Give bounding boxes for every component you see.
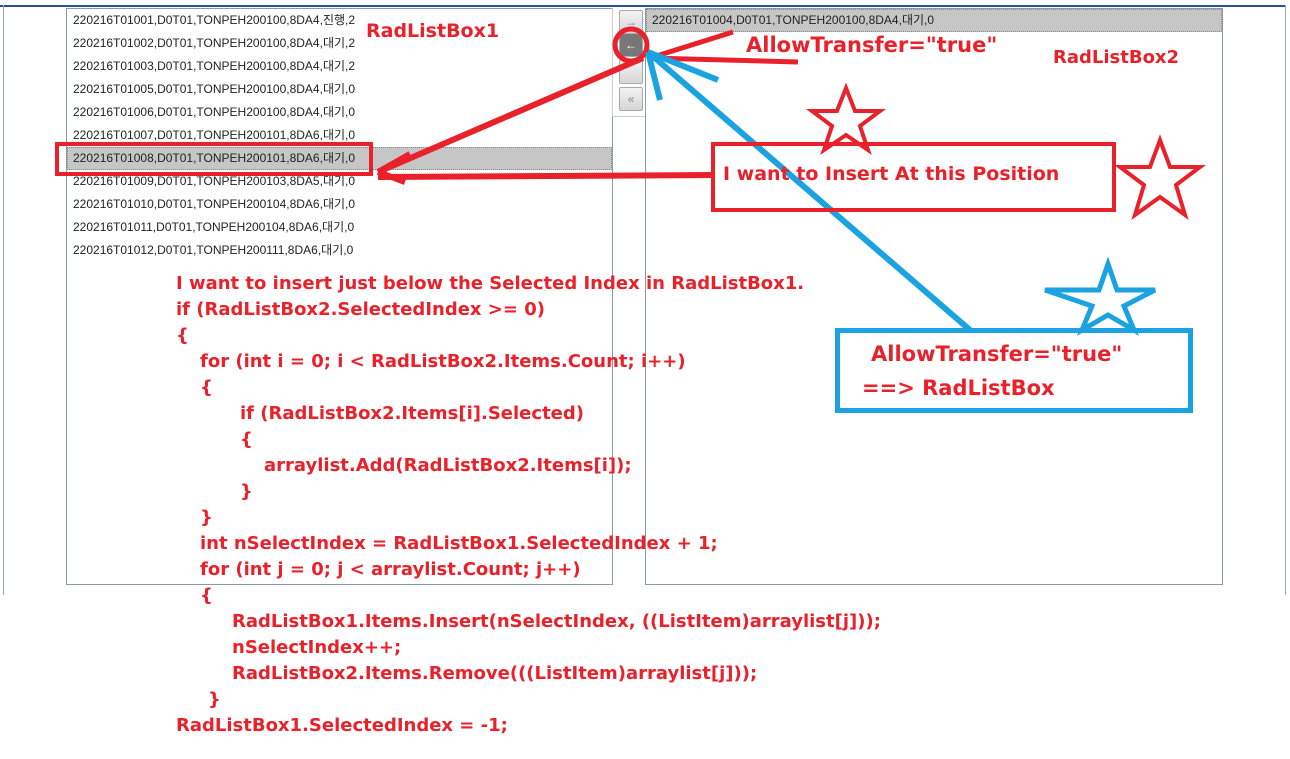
code-line: { <box>200 377 213 398</box>
list-item-selected[interactable]: 220216T01004,D0T01,TONPEH200100,8DA4,대기,… <box>646 9 1222 32</box>
star-icon <box>806 82 886 155</box>
blue-callout-line1: AllowTransfer="true" <box>871 342 1123 366</box>
blue-arrow <box>646 49 972 333</box>
code-line: { <box>176 325 189 346</box>
selected-row-highlight <box>55 142 373 176</box>
page-right-border <box>1285 5 1286 595</box>
list-item[interactable]: 220216T01001,D0T01,TONPEH200100,8DA4,진행,… <box>73 13 356 27</box>
page-top-border <box>0 5 1285 7</box>
code-line: RadListBox1.Items.Insert(nSelectIndex, (… <box>232 611 881 632</box>
list-item[interactable]: 220216T01002,D0T01,TONPEH200100,8DA4,대기,… <box>73 36 356 50</box>
code-line: arraylist.Add(RadListBox2.Items[i]); <box>264 455 632 476</box>
list-item[interactable]: 220216T01007,D0T01,TONPEH200101,8DA6,대기,… <box>73 128 356 142</box>
code-line: nSelectIndex++; <box>232 637 402 658</box>
list-item[interactable]: 220216T01006,D0T01,TONPEH200100,8DA4,대기,… <box>73 105 356 119</box>
transfer-all-left-button[interactable]: « <box>619 87 643 111</box>
insert-position-text: I want to Insert At this Position <box>723 163 1060 185</box>
list-item[interactable]: 220216T01009,D0T01,TONPEH200103,8DA5,대기,… <box>73 174 356 188</box>
arrow-right-icon: → <box>625 15 637 29</box>
code-line: if (RadListBox2.Items[i].Selected) <box>240 403 584 424</box>
code-line: } <box>200 507 213 528</box>
code-line: I want to insert just below the Selected… <box>176 273 805 294</box>
code-line: } <box>240 481 253 502</box>
transfer-left-button[interactable]: ← <box>619 33 643 57</box>
list-item[interactable]: 220216T01011,D0T01,TONPEH200104,8DA6,대기,… <box>73 220 355 234</box>
code-line: for (int i = 0; i < RadListBox2.Items.Co… <box>200 351 686 372</box>
code-line: int nSelectIndex = RadListBox1.SelectedI… <box>200 533 718 554</box>
code-line: for (int j = 0; j < arraylist.Count; j++… <box>200 559 581 580</box>
transfer-buttons: → ← « <box>612 8 646 117</box>
list-item-selected[interactable]: 220216T01008,D0T01,TONPEH200101,8DA6,대기,… <box>67 147 612 170</box>
red-arrow <box>377 172 716 180</box>
page-left-border <box>3 5 4 595</box>
code-line: { <box>240 429 253 450</box>
listbox1-label: RadListBox1 <box>366 20 500 42</box>
list-item[interactable]: 220216T01003,D0T01,TONPEH200100,8DA4,대기,… <box>73 59 356 73</box>
red-arrow <box>376 55 645 175</box>
radlistbox2[interactable]: 220216T01004,D0T01,TONPEH200100,8DA4,대기,… <box>645 8 1223 585</box>
insert-position-callout <box>711 142 1116 212</box>
allow-transfer-callout <box>835 328 1193 413</box>
star-icon <box>1114 134 1206 221</box>
list-item[interactable]: 220216T01010,D0T01,TONPEH200104,8DA6,대기,… <box>73 197 356 211</box>
blue-callout-line2: ==> RadListBox <box>862 376 1055 400</box>
star-icon <box>1044 256 1157 336</box>
radlistbox1[interactable]: 220216T01001,D0T01,TONPEH200100,8DA4,진행,… <box>66 8 613 585</box>
allow-transfer-label: AllowTransfer="true" <box>746 33 998 57</box>
code-line: RadListBox2.Items.Remove(((ListItem)arra… <box>232 663 758 684</box>
code-line: { <box>200 585 213 606</box>
code-line: if (RadListBox2.SelectedIndex >= 0) <box>176 299 545 320</box>
listbox2-label: RadListBox2 <box>1053 47 1180 68</box>
double-chevron-left-icon: « <box>627 92 635 106</box>
code-line: } <box>208 689 221 710</box>
code-line: RadListBox1.SelectedIndex = -1; <box>176 715 508 736</box>
arrow-left-icon: ← <box>625 38 637 52</box>
list-item[interactable]: 220216T01012,D0T01,TONPEH200111,8DA6,대기,… <box>73 243 354 257</box>
list-item[interactable]: 220216T01005,D0T01,TONPEH200100,8DA4,대기,… <box>73 82 356 96</box>
